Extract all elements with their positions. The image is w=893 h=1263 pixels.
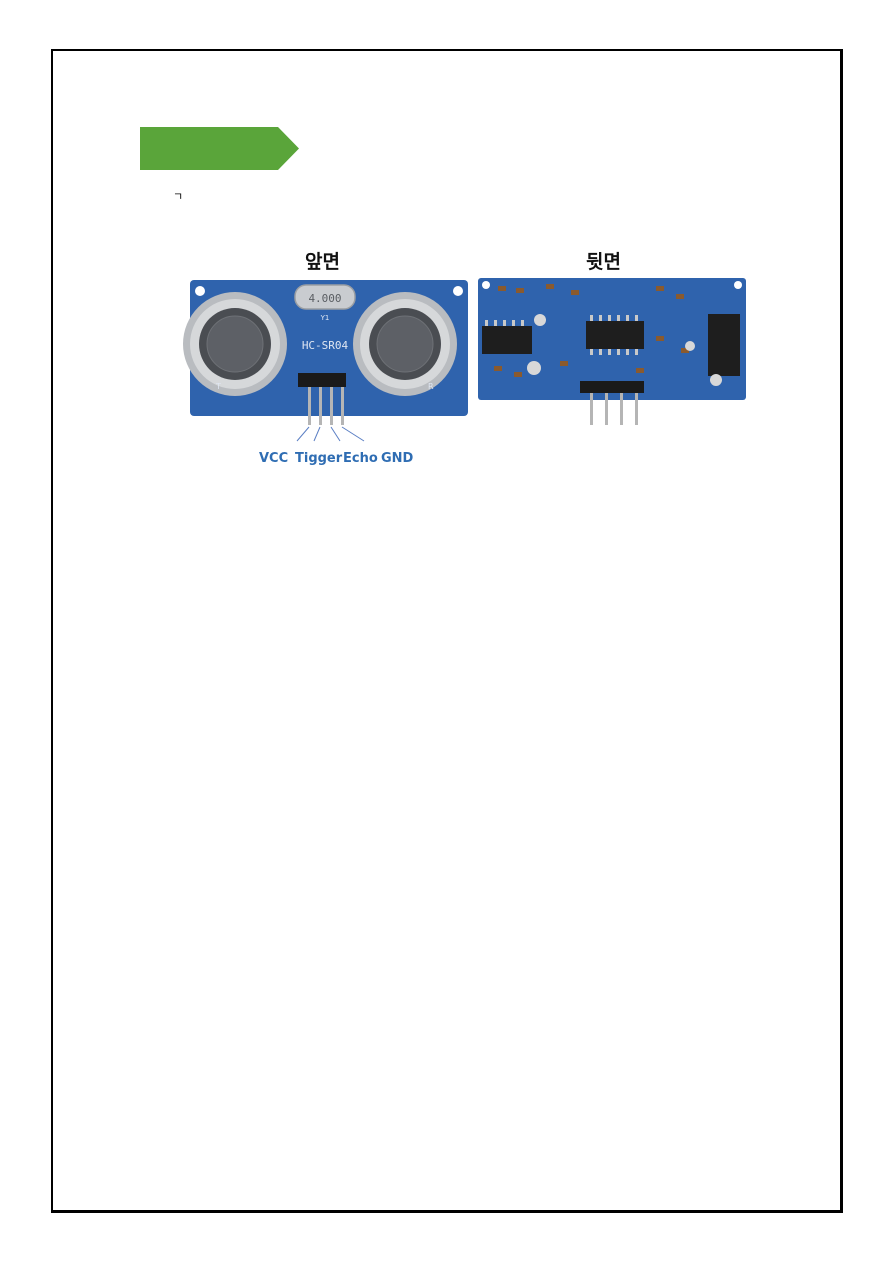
page-frame (51, 49, 843, 1213)
front-right-letter: R (428, 382, 434, 391)
pin-label-gnd: GND (381, 451, 414, 466)
sensor-front-image: 4.000 Y1 HC-SR04 T R (183, 280, 468, 442)
pin-label-vcc: VCC (259, 451, 289, 466)
corner-mark: ㄱ (173, 190, 184, 203)
crystal-label: 4.000 (308, 292, 341, 305)
crystal-ref: Y1 (320, 314, 330, 322)
front-left-letter: T (215, 382, 221, 391)
pin-label-echo: Echo (343, 451, 378, 466)
pin-label-trigger: Tigger (295, 451, 343, 466)
front-side-title: 앞면 (305, 251, 340, 273)
sensor-back-image (478, 278, 746, 425)
module-label: HC-SR04 (302, 339, 349, 352)
section-arrow-banner (140, 127, 299, 170)
back-side-title: 뒷면 (586, 251, 621, 273)
